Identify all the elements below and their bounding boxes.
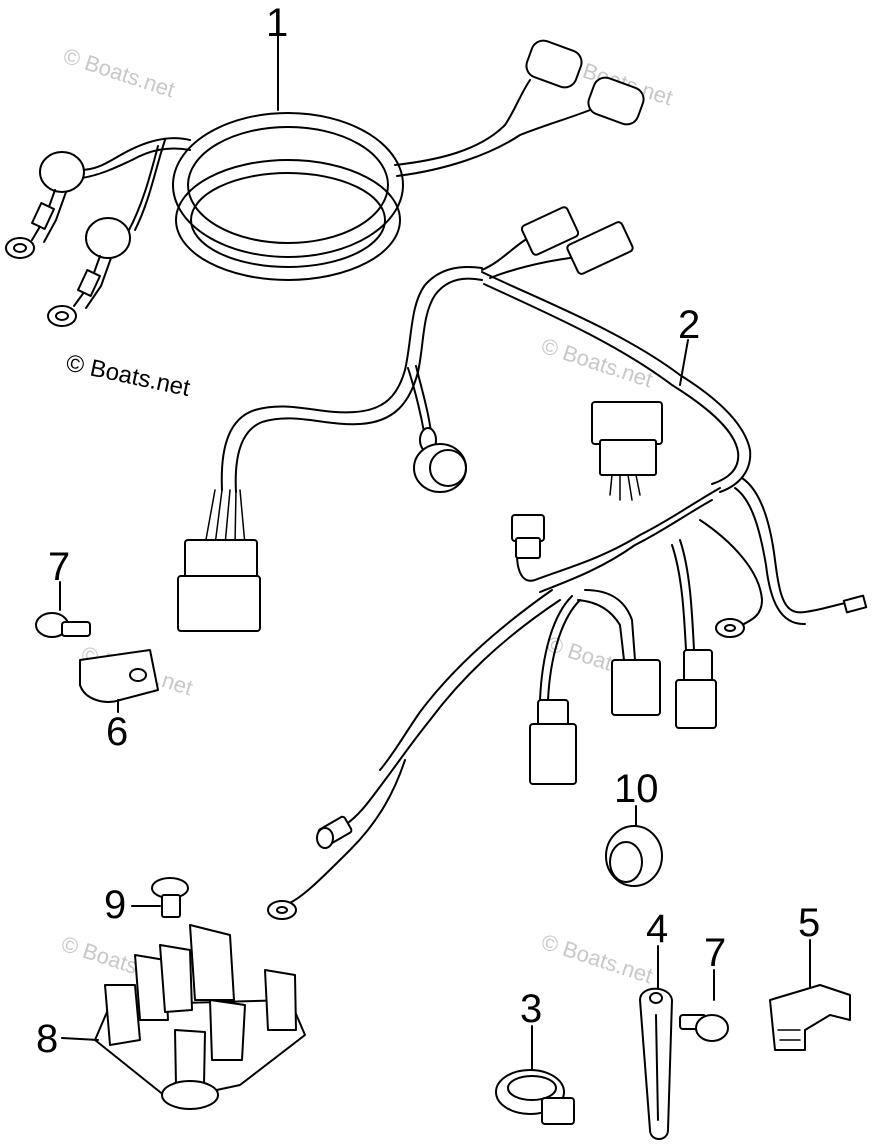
connector-large-left xyxy=(184,539,258,581)
part-9-screw: 9 xyxy=(104,877,189,927)
connector-block-right xyxy=(591,401,663,445)
callout-1: 1 xyxy=(266,1,288,45)
callout-4: 4 xyxy=(646,907,668,951)
callout-3: 3 xyxy=(520,987,542,1031)
callout-9: 9 xyxy=(104,883,126,927)
part-5-clip: 5 xyxy=(769,901,851,1051)
part-7-bolt-upper: 7 xyxy=(35,545,91,638)
connector-right-lower xyxy=(675,679,717,729)
part-10-grommet: 10 xyxy=(605,767,663,887)
callout-5: 5 xyxy=(798,901,820,945)
callout-7-upper: 7 xyxy=(48,545,70,589)
connector-top-1 xyxy=(520,206,580,256)
connector-top-2 xyxy=(566,221,634,275)
callout-2: 2 xyxy=(678,303,700,347)
callout-7-lower: 7 xyxy=(704,931,726,975)
callout-6: 6 xyxy=(106,710,128,754)
watermark-top-left: © Boats.net xyxy=(60,43,177,102)
connector-mid-lower xyxy=(611,659,661,716)
terminal-boot-left-1 xyxy=(39,151,85,193)
part-8-relay-box: 8 xyxy=(36,924,306,1110)
part-1-battery-cable: 1 xyxy=(5,1,645,327)
part-6-clamp: 6 xyxy=(79,649,159,754)
terminal-boot-right-2 xyxy=(587,76,645,126)
part-2-wiring-harness: 2 xyxy=(177,206,868,920)
part-4-strap: 4 xyxy=(639,907,673,1140)
copyright-notice: © Boats.net xyxy=(64,349,193,402)
connector-left-lower xyxy=(529,723,577,785)
terminal-boot-right-1 xyxy=(525,39,583,89)
watermark-bottom-right: © Boats.net xyxy=(538,929,655,988)
part-3-clamp: 3 xyxy=(495,987,575,1125)
part-7-bolt-lower: 7 xyxy=(679,931,729,1042)
callout-8: 8 xyxy=(36,1017,58,1061)
callout-10: 10 xyxy=(614,767,659,811)
terminal-boot-left-2 xyxy=(85,217,131,259)
